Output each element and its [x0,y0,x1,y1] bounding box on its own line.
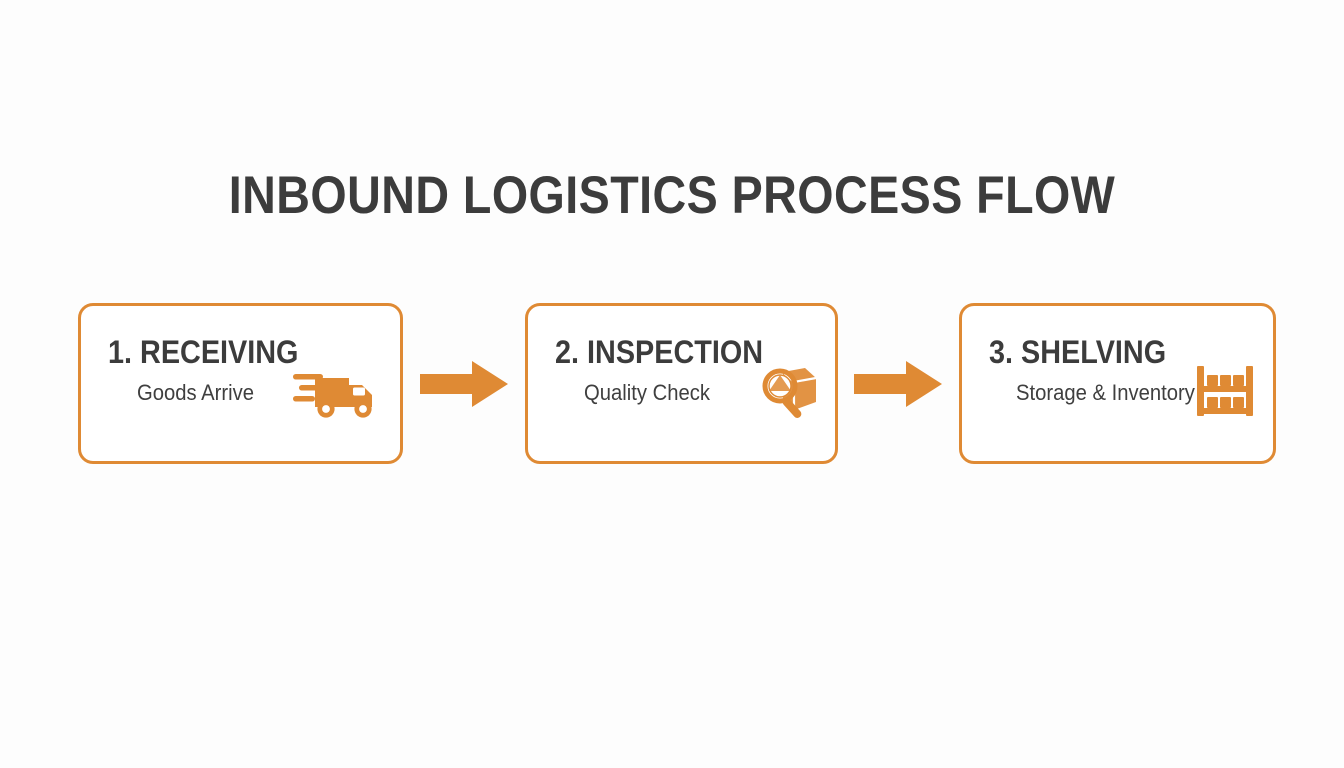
step-card-inspection[interactable]: 2. INSPECTION Quality Check [524,303,838,464]
step-title: 3. SHELVING [989,334,1167,370]
delivery-truck-icon [293,366,377,423]
step-subtitle: Storage & Inventory [1016,380,1195,405]
step-title: 2. INSPECTION [554,334,763,370]
magnifier-package-icon [760,366,818,425]
step-card-shelving[interactable]: 3. SHELVING Storage & Inventory [959,303,1276,464]
arrow-right-icon [854,360,943,407]
step-title: 1. RECEIVING [108,334,299,370]
step-subtitle: Quality Check [583,380,710,405]
step-subtitle: Goods Arrive [137,380,254,405]
arrow-right-icon [419,360,508,407]
step-card-content: 3. SHELVING Storage & Inventory [962,306,1273,461]
process-flow-row: 1. RECEIVING Goods Arrive [78,303,1276,464]
shelving-rack-icon [1197,366,1253,421]
step-card-receiving[interactable]: 1. RECEIVING Goods Arrive [78,303,403,464]
page-title: INBOUND LOGISTICS PROCESS FLOW [228,166,1116,225]
step-card-content: 1. RECEIVING Goods Arrive [81,306,400,461]
step-card-content: 2. INSPECTION Quality Check [528,306,835,461]
